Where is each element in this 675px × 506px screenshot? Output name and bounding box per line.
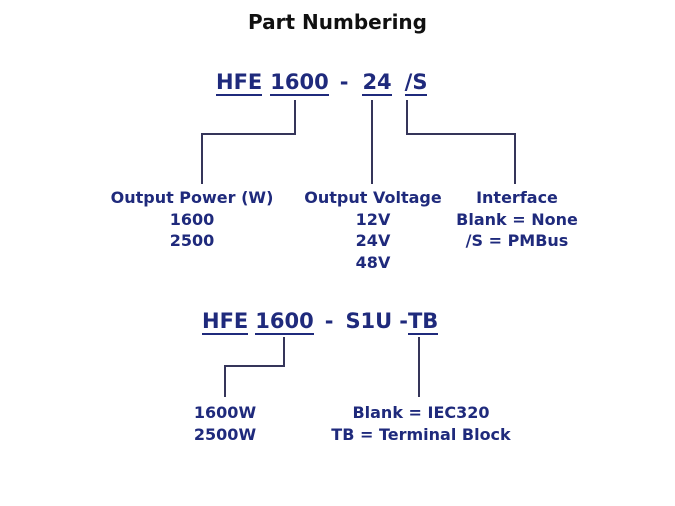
connector-voltage-vertical (371, 100, 373, 184)
connector-interface-horizontal (406, 133, 516, 135)
connector-wattage-vertical-top (283, 337, 285, 367)
column-output-voltage: Output Voltage 12V 24V 48V (273, 187, 473, 273)
pn1-segment-series: HFE (216, 70, 263, 96)
pn2-segment-power: 1600 (255, 309, 314, 335)
column-interface-option: /S = PMBus (465, 231, 569, 250)
column-interface-option: Blank = None (456, 209, 578, 229)
column-output-voltage-option: 48V (355, 252, 391, 272)
column-output-power-header: Output Power (W) (110, 188, 274, 207)
column-output-power: Output Power (W) 1600 2500 (92, 187, 292, 252)
column-interface-header: Interface (476, 188, 558, 207)
pn2-segment-dash2: - (399, 309, 408, 333)
connector-power-vertical-top (294, 100, 296, 134)
pn2-segment-dash: - (324, 309, 334, 333)
column-output-power-option: 2500 (169, 231, 215, 250)
column-interface: Interface Blank = None /S = PMBus (417, 187, 617, 252)
column-terminal: Blank = IEC320 TB = Terminal Block (301, 402, 541, 445)
pn1-segment-dash: - (339, 70, 349, 94)
column-wattage-option: 1600W (193, 403, 257, 422)
column-output-voltage-header: Output Voltage (304, 188, 442, 207)
pn1-segment-voltage: 24 (362, 70, 392, 96)
pn2-segment-terminal: TB (407, 309, 439, 335)
column-wattage: 1600W 2500W (125, 402, 325, 445)
connector-wattage-horizontal (224, 365, 285, 367)
pn1-segment-interface: /S (404, 70, 428, 96)
column-terminal-option: Blank = IEC320 (352, 403, 490, 422)
connector-terminal-vertical (418, 337, 420, 397)
connector-power-vertical-bottom (201, 135, 203, 184)
page-title: Part Numbering (248, 10, 427, 34)
part-number-1: HFE 1600-24/S (216, 70, 428, 96)
pn2-segment-form-factor: S1U (345, 309, 393, 333)
connector-interface-vertical-bottom (514, 135, 516, 184)
pn2-segment-series: HFE (202, 309, 249, 335)
connector-wattage-vertical-bottom (224, 367, 226, 397)
column-terminal-option: TB = Terminal Block (331, 424, 511, 444)
connector-interface-vertical-top (406, 100, 408, 133)
column-output-voltage-option: 12V (355, 209, 391, 229)
column-output-power-option: 1600 (169, 209, 215, 229)
connector-power-horizontal (201, 133, 296, 135)
column-output-voltage-option: 24V (355, 231, 391, 250)
pn1-segment-power: 1600 (270, 70, 329, 96)
column-wattage-option: 2500W (193, 424, 257, 444)
